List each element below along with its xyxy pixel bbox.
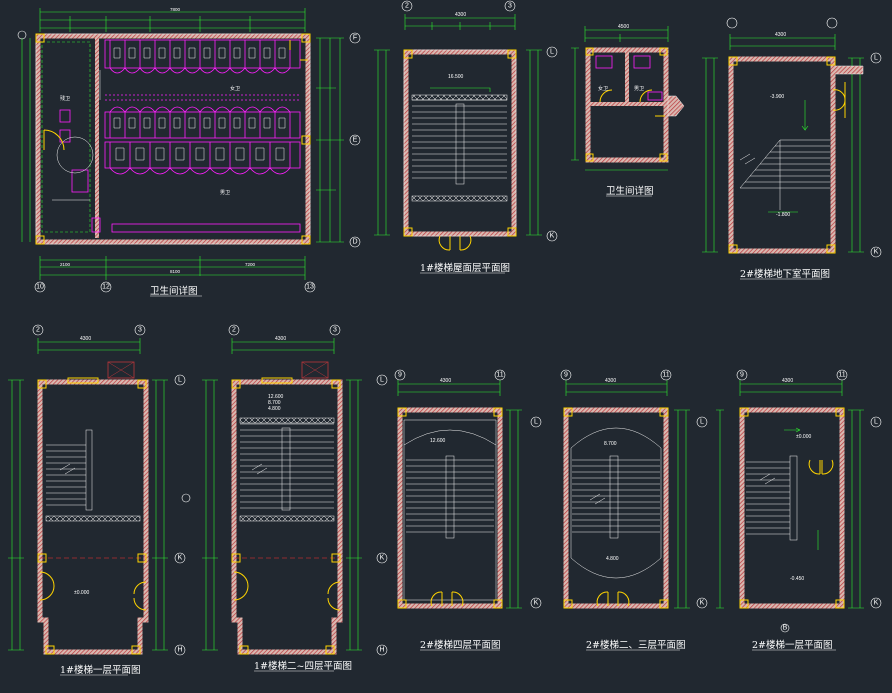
axis-label: 3	[333, 327, 337, 334]
room-label: 男卫	[220, 190, 230, 196]
room-label: 女卫	[230, 85, 240, 92]
axis-label: K	[550, 233, 555, 240]
axis-label: L	[534, 419, 538, 426]
room-label: 男卫	[634, 86, 644, 92]
axis-label: K	[874, 249, 879, 256]
axis-label: H	[177, 647, 182, 654]
drawing-caption: 卫生间详图	[606, 185, 654, 197]
elevation-label: 8.700	[604, 441, 617, 447]
elevation-label: 8.700	[268, 400, 281, 406]
dim-text: 4300	[275, 336, 286, 342]
drawing-caption: 2#楼梯地下室平面图	[740, 268, 830, 280]
axis-label: K	[874, 600, 879, 607]
axis-label: D	[352, 239, 357, 246]
dim-text: 4300	[605, 378, 616, 384]
axis-label: 2	[36, 327, 40, 334]
dim-text: 4300	[775, 32, 786, 38]
axis-label: L	[874, 419, 878, 426]
axis-label: 3	[508, 3, 512, 10]
elevation-label: ±0.000	[74, 590, 89, 596]
axis-label: F	[353, 35, 357, 42]
axis-label: K	[178, 555, 183, 562]
drawing-caption: 1#楼梯二~四层平面图	[254, 660, 352, 672]
drawing-caption: 卫生间详图	[150, 285, 198, 297]
axis-label: 2	[405, 3, 409, 10]
axis-label: B	[783, 625, 788, 632]
elevation-label: -3.900	[770, 94, 784, 100]
axis-label: 11	[662, 372, 669, 379]
dim-text: 4300	[782, 378, 793, 384]
dim-text: 7200	[245, 262, 256, 267]
axis-label: 10	[36, 284, 44, 291]
dim-text: 7800	[170, 7, 181, 12]
elevation-label: 12.600	[430, 438, 446, 444]
room-label: 女卫	[598, 85, 608, 92]
axis-label: 13	[306, 284, 314, 291]
dim-text: 2100	[60, 262, 71, 267]
elevation-label: 4.800	[606, 556, 619, 562]
elevation-label: 4.800	[268, 406, 281, 412]
axis-label: E	[353, 137, 358, 144]
axis-label: 11	[838, 372, 845, 379]
stair2-second-plan: 4300 9 11 L K 8.700 4.800 2#楼梯二、三层平面图	[560, 369, 708, 651]
axis-label: 12	[102, 284, 110, 291]
axis-label: H	[379, 647, 384, 654]
axis-label: 11	[496, 372, 503, 379]
axis-label: L	[178, 377, 182, 384]
elevation-label: 16.500	[448, 74, 464, 80]
stair2-basement-plan: 4300 -3.900 -1.800 L K 2#楼梯地下室平面图	[702, 17, 882, 280]
dim-text: 4500	[618, 24, 629, 30]
dim-text: 4300	[455, 12, 466, 18]
axis-label: K	[534, 600, 539, 607]
axis-label: L	[874, 55, 878, 62]
axis-label: K	[700, 600, 705, 607]
drawing-caption: 2#楼梯四层平面图	[420, 639, 501, 651]
elevation-label: 12.600	[268, 394, 284, 400]
stair1-roof-plan: 4300 16.500 2 3 L K 1#楼梯屋面层平面图	[374, 0, 558, 274]
axis-label: L	[380, 377, 384, 384]
stair2-first-plan: 4300 9 11 L K B ±0.000 -0.450 2#	[716, 369, 882, 651]
drawing-caption: 2#楼梯二、三层平面图	[586, 639, 686, 651]
drawing-caption: 2#楼梯一层平面图	[752, 639, 833, 651]
elevation-label: ±0.000	[796, 434, 811, 440]
stair1-first-plan: 4300 2 3 L K H ±0.000 1#楼梯一层平面图	[8, 324, 186, 676]
axis-label: 2	[232, 327, 236, 334]
axis-label: L	[700, 419, 704, 426]
stair2-fourth-plan: 4300 9 11 L K 12.600 2#楼梯四层平面图	[394, 369, 542, 651]
axis-label: 9	[564, 372, 568, 379]
dim-text: 8100	[170, 269, 181, 274]
elevation-label: -1.800	[776, 212, 790, 218]
axis-label: 3	[138, 327, 142, 334]
room-label: 残卫	[60, 95, 70, 102]
drawing-caption: 1#楼梯一层平面图	[60, 664, 141, 676]
axis-label: 9	[740, 372, 744, 379]
stair1-second-plan: 4300 2 3 L K H 12.600	[181, 324, 388, 672]
dim-text: 4300	[440, 378, 451, 384]
toilet-plan-main: 7800 8100 2100 7200	[17, 7, 361, 297]
elevation-label: -0.450	[790, 576, 804, 582]
axis-label: 9	[398, 372, 402, 379]
dim-text: 4300	[80, 336, 91, 342]
drawing-caption: 1#楼梯屋面层平面图	[420, 262, 510, 274]
axis-label: L	[550, 49, 554, 56]
toilet-plan-small: 4500 女卫 男卫 卫生间详图	[571, 24, 685, 197]
axis-label: K	[380, 555, 385, 562]
